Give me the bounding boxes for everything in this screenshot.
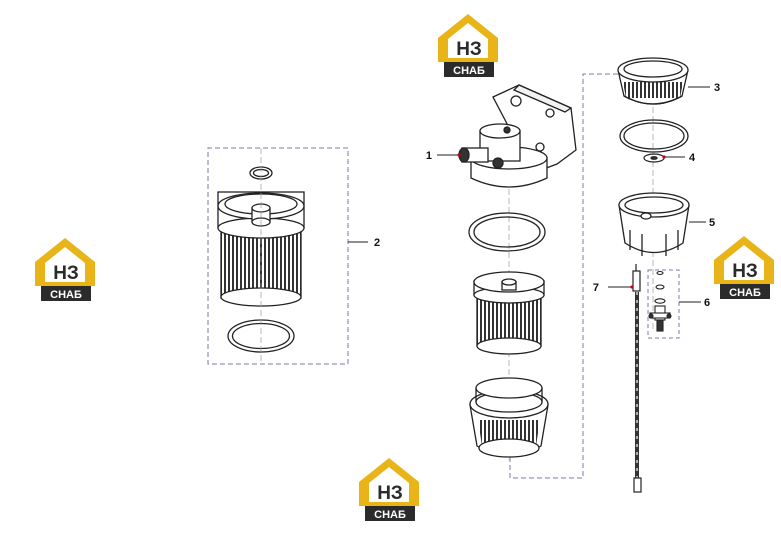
- brand-logo-left: НЗ СНАБ: [35, 238, 95, 301]
- svg-text:СНАБ: СНАБ: [453, 65, 485, 77]
- leader-4-dot: [662, 155, 666, 159]
- callout-1: 1: [426, 150, 432, 162]
- collar-ring: [617, 57, 689, 105]
- leader-7-dot: [630, 285, 634, 289]
- washer: [643, 153, 665, 163]
- svg-text:СНАБ: СНАБ: [729, 287, 761, 299]
- brand-logo-bottom: НЗ СНАБ: [359, 458, 419, 521]
- leader-1-dot: [457, 153, 461, 157]
- callout-3: 3: [714, 82, 720, 94]
- drain-valve: [648, 270, 672, 332]
- svg-text:НЗ: НЗ: [377, 483, 403, 504]
- filter-bowl: [469, 377, 549, 458]
- svg-text:НЗ: НЗ: [732, 261, 758, 282]
- brand-logo-top: НЗ СНАБ: [438, 14, 498, 77]
- bowl-o-ring: [468, 212, 546, 252]
- callout-4: 4: [689, 152, 696, 164]
- svg-text:СНАБ: СНАБ: [50, 289, 82, 301]
- collar-o-ring: [619, 119, 689, 153]
- sensor-harness: [632, 264, 642, 493]
- callout-2: 2: [374, 237, 380, 249]
- filter-element: [473, 271, 545, 355]
- callout-7: 7: [593, 282, 599, 294]
- filter-head-housing: [458, 84, 577, 188]
- group-box-drain-valve: [647, 269, 680, 339]
- svg-text:НЗ: НЗ: [53, 263, 79, 284]
- brand-logo-right: НЗ СНАБ: [714, 236, 774, 299]
- svg-text:НЗ: НЗ: [456, 39, 482, 60]
- water-separator-cup: [618, 192, 690, 256]
- callout-6: 6: [704, 297, 710, 309]
- group-box-filter-kit: [207, 147, 349, 365]
- callout-5: 5: [709, 217, 715, 229]
- svg-text:СНАБ: СНАБ: [374, 509, 406, 521]
